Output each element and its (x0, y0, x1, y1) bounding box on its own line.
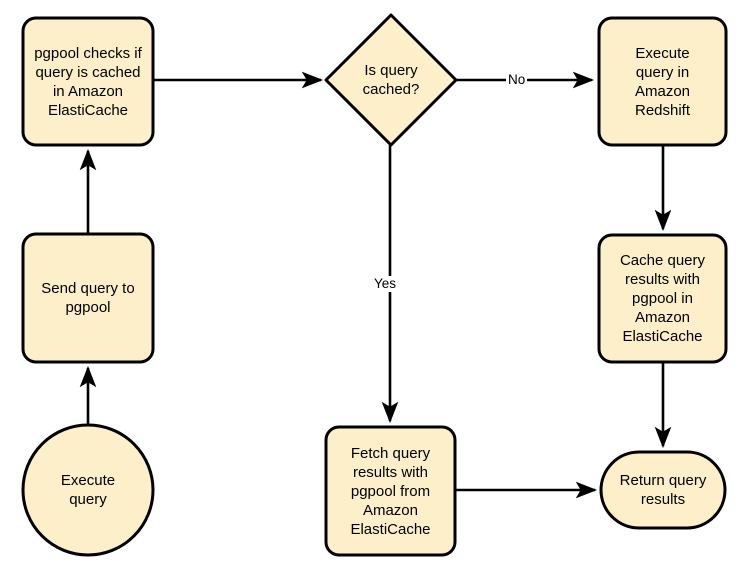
node-execute-query-in-redshift[interactable] (597, 16, 728, 147)
edge-label-no: No (506, 72, 528, 88)
node-pgpool-checks-cache[interactable] (21, 16, 155, 147)
node-send-query-to-pgpool[interactable] (21, 232, 155, 364)
node-execute-query-start[interactable] (21, 423, 155, 557)
node-cache-query-results[interactable] (597, 233, 728, 364)
node-fetch-query-results[interactable] (324, 425, 457, 557)
node-return-query-results[interactable] (599, 450, 727, 530)
node-is-query-cached[interactable] (324, 13, 458, 147)
edge-label-yes: Yes (372, 276, 399, 292)
